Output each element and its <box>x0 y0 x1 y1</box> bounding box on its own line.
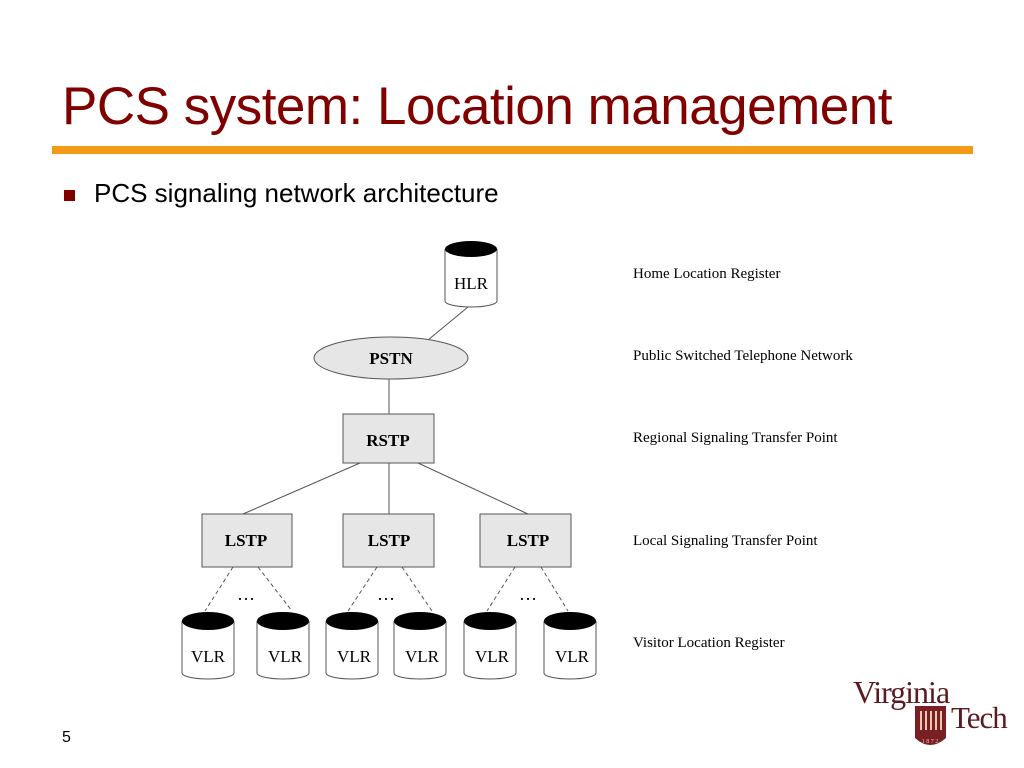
vlr-cylinder-5: VLR <box>463 612 517 680</box>
legend-pstn: Public Switched Telephone Network <box>633 348 853 364</box>
vlr-cylinder-4: VLR <box>393 612 447 680</box>
hlr-label: HLR <box>454 274 489 293</box>
lstp-node-2: LSTP <box>342 513 435 568</box>
vlr-label: VLR <box>337 647 372 666</box>
ellipsis-3: … <box>519 584 537 604</box>
link-lstp2-vlr4 <box>401 566 433 612</box>
vlr-cylinder-1: VLR <box>181 612 235 680</box>
page-number: 5 <box>62 729 71 746</box>
vlr-cylinder-3: VLR <box>325 612 379 680</box>
hlr-cylinder: HLR <box>444 241 498 308</box>
vlr-label: VLR <box>191 647 226 666</box>
vlr-cylinder-6: VLR <box>543 612 597 680</box>
lstp-node-1: LSTP <box>201 513 293 568</box>
logo-tech-text: Tech <box>951 700 1008 735</box>
link-rstp-lstp-3 <box>417 462 529 515</box>
virginia-tech-logo-emblem: 1 8 7 2 <box>915 706 946 745</box>
bullet-square-icon <box>64 190 75 201</box>
vlr-label: VLR <box>405 647 440 666</box>
vlr-cylinder-2: VLR <box>256 612 310 680</box>
title-underline <box>52 146 973 154</box>
rstp-label: RSTP <box>366 431 409 450</box>
legend-vlr: Visitor Location Register <box>633 635 785 651</box>
lstp-label: LSTP <box>368 531 411 550</box>
link-lstp2-vlr3 <box>347 566 378 612</box>
link-lstp1-vlr2 <box>257 566 293 612</box>
vlr-label: VLR <box>268 647 303 666</box>
vlr-label: VLR <box>555 647 590 666</box>
ellipsis-2: … <box>377 584 395 604</box>
rstp-node: RSTP <box>342 413 435 464</box>
ellipsis-1: … <box>237 584 255 604</box>
link-lstp1-vlr1 <box>204 566 234 612</box>
vlr-label: VLR <box>475 647 510 666</box>
bullet-text: PCS signaling network architecture <box>94 178 499 208</box>
pstn-label: PSTN <box>369 349 413 368</box>
slide-title: PCS system: Location management <box>62 77 892 136</box>
legend-rstp: Regional Signaling Transfer Point <box>633 430 838 446</box>
link-hlr-pstn <box>427 306 469 341</box>
link-rstp-lstp-1 <box>242 462 361 515</box>
link-lstp3-vlr6 <box>540 566 569 612</box>
lstp-vlr-dashed-links <box>204 566 569 612</box>
pstn-node: PSTN <box>313 336 469 380</box>
legend-lstp: Local Signaling Transfer Point <box>633 533 818 549</box>
link-lstp3-vlr5 <box>486 566 516 612</box>
legend-hlr: Home Location Register <box>633 266 781 282</box>
lstp-label: LSTP <box>507 531 550 550</box>
lstp-label: LSTP <box>225 531 268 550</box>
connection-lines <box>242 306 529 515</box>
lstp-node-3: LSTP <box>479 513 572 568</box>
logo-virginia-text: Virginia <box>853 674 950 710</box>
logo-year: 1 8 7 2 <box>922 739 939 745</box>
